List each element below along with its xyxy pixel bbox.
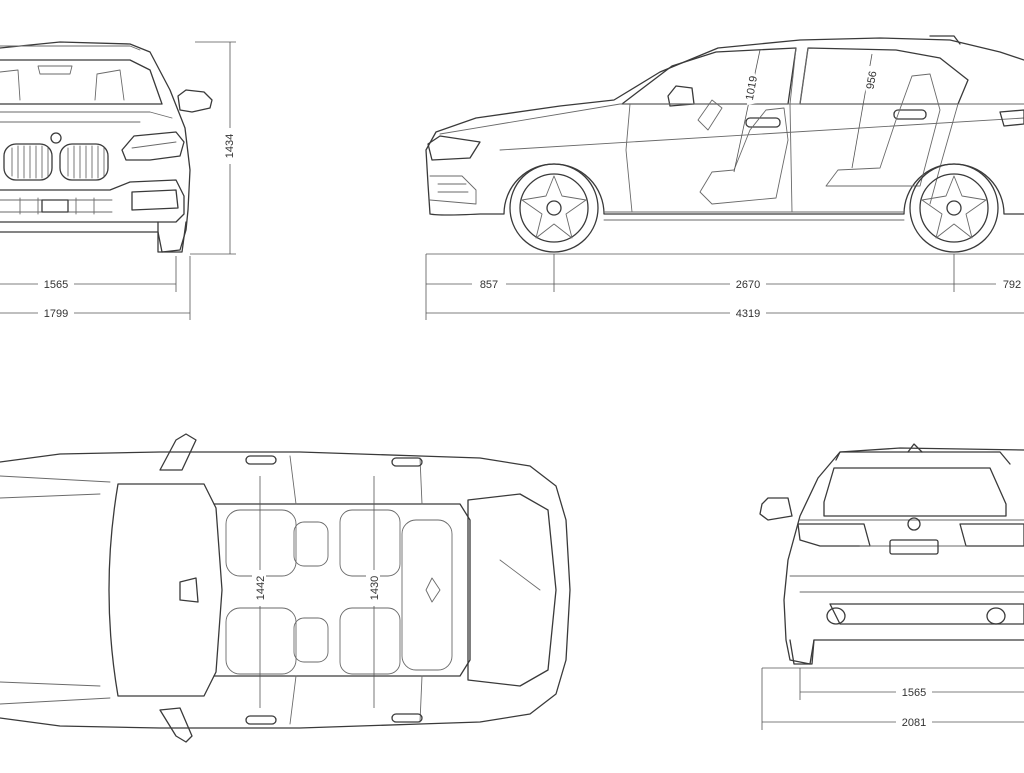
front-height-label: 1434 xyxy=(224,134,236,158)
top-mirror-right xyxy=(159,707,193,743)
rear-diffuser xyxy=(829,603,1024,625)
side-rear-door-handle xyxy=(893,109,927,120)
front-headlight-detail xyxy=(131,141,177,149)
rear-view: 1565 2081 xyxy=(759,443,1024,730)
rear-taillight-right xyxy=(959,523,1024,547)
side-rear-overhang-label: 792 xyxy=(1003,279,1021,291)
kidney-grille xyxy=(3,143,109,181)
rear-license-plate xyxy=(889,539,939,555)
side-character-line xyxy=(499,117,1024,151)
side-front-door-handle xyxy=(745,117,781,128)
side-wheelbase-label: 2670 xyxy=(736,279,760,291)
side-rear-door xyxy=(929,103,959,205)
side-shoulder-line xyxy=(439,103,1024,135)
front-view: 1434 1565 1799 xyxy=(0,41,237,320)
front-fog-light xyxy=(131,189,179,211)
rear-width-label: 2081 xyxy=(902,717,926,729)
side-front-overhang-label: 857 xyxy=(480,279,498,291)
top-door-lines xyxy=(289,455,423,725)
rear-spoiler xyxy=(835,451,1011,465)
top-rear-window xyxy=(467,493,557,687)
side-length-label: 4319 xyxy=(736,308,760,320)
top-handle-fr xyxy=(245,715,277,725)
side-rear-spoiler xyxy=(929,35,961,45)
rear-side-mirror xyxy=(759,497,793,521)
top-bonnet-left xyxy=(0,475,111,499)
rear-antenna xyxy=(907,443,923,453)
top-roof xyxy=(213,503,471,677)
rear-body-outline xyxy=(783,447,1024,665)
top-view: 1442 1430 xyxy=(0,433,571,743)
top-bonnet-right xyxy=(0,681,111,705)
top-windscreen xyxy=(108,483,223,697)
front-seat-left xyxy=(0,69,21,101)
rear-tyre xyxy=(789,639,815,665)
side-rear-wheel xyxy=(909,163,999,253)
top-handle-fl xyxy=(245,455,277,465)
top-mirror-left xyxy=(159,433,197,471)
front-roof xyxy=(0,45,141,51)
front-seat-right xyxy=(94,69,125,101)
top-rear-wiper xyxy=(499,559,541,591)
side-rear-seat xyxy=(825,73,941,187)
top-handle-rl xyxy=(391,457,423,467)
front-lower-intake xyxy=(0,199,113,213)
rear-exhaust-right xyxy=(986,607,1006,625)
front-bumper xyxy=(0,179,185,223)
front-tyre xyxy=(157,221,187,253)
rear-bumper-line xyxy=(789,575,1024,593)
side-headlight xyxy=(427,135,481,161)
top-front-shoulder-label: 1442 xyxy=(255,576,267,600)
side-rear-light xyxy=(999,109,1024,127)
side-front-headroom-label: 1019 xyxy=(744,75,760,101)
rear-taillight xyxy=(797,523,871,547)
side-front-seat xyxy=(699,107,789,205)
side-mirror xyxy=(667,85,695,107)
front-windscreen xyxy=(0,59,163,105)
front-width-label: 1799 xyxy=(44,308,68,320)
front-track-label: 1565 xyxy=(44,279,68,291)
side-view: 1019 956 857 2670 792 4319 xyxy=(425,35,1024,320)
side-window-rear xyxy=(799,47,969,105)
side-front-door xyxy=(625,103,793,213)
front-hood-line xyxy=(0,111,173,119)
side-bumper-vents xyxy=(437,183,469,193)
rear-window xyxy=(823,467,1007,517)
front-body-outline xyxy=(0,41,191,253)
top-rearview-mirror xyxy=(179,577,199,603)
rear-exhaust-left xyxy=(826,607,846,625)
front-rearview-mirror xyxy=(37,65,73,75)
side-front-wheel xyxy=(509,163,599,253)
side-steering-wheel xyxy=(697,99,723,131)
side-front-bumper xyxy=(429,175,477,205)
rear-hatch-line xyxy=(799,519,1024,547)
top-handle-rr xyxy=(391,713,423,723)
front-intake-bars xyxy=(19,197,95,215)
side-window-front xyxy=(621,47,797,105)
side-sill xyxy=(603,211,905,221)
top-body-outline xyxy=(0,451,571,729)
front-headlight xyxy=(121,131,185,161)
side-rear-headroom-label: 956 xyxy=(864,70,879,90)
front-badge xyxy=(50,132,62,144)
top-seats xyxy=(225,509,453,675)
front-side-mirror xyxy=(177,89,213,113)
front-license-plate xyxy=(41,199,69,213)
side-b-pillar xyxy=(789,47,809,105)
rear-badge xyxy=(907,517,921,531)
top-rear-shoulder-label: 1430 xyxy=(369,576,381,600)
rear-track-label: 1565 xyxy=(902,687,926,699)
